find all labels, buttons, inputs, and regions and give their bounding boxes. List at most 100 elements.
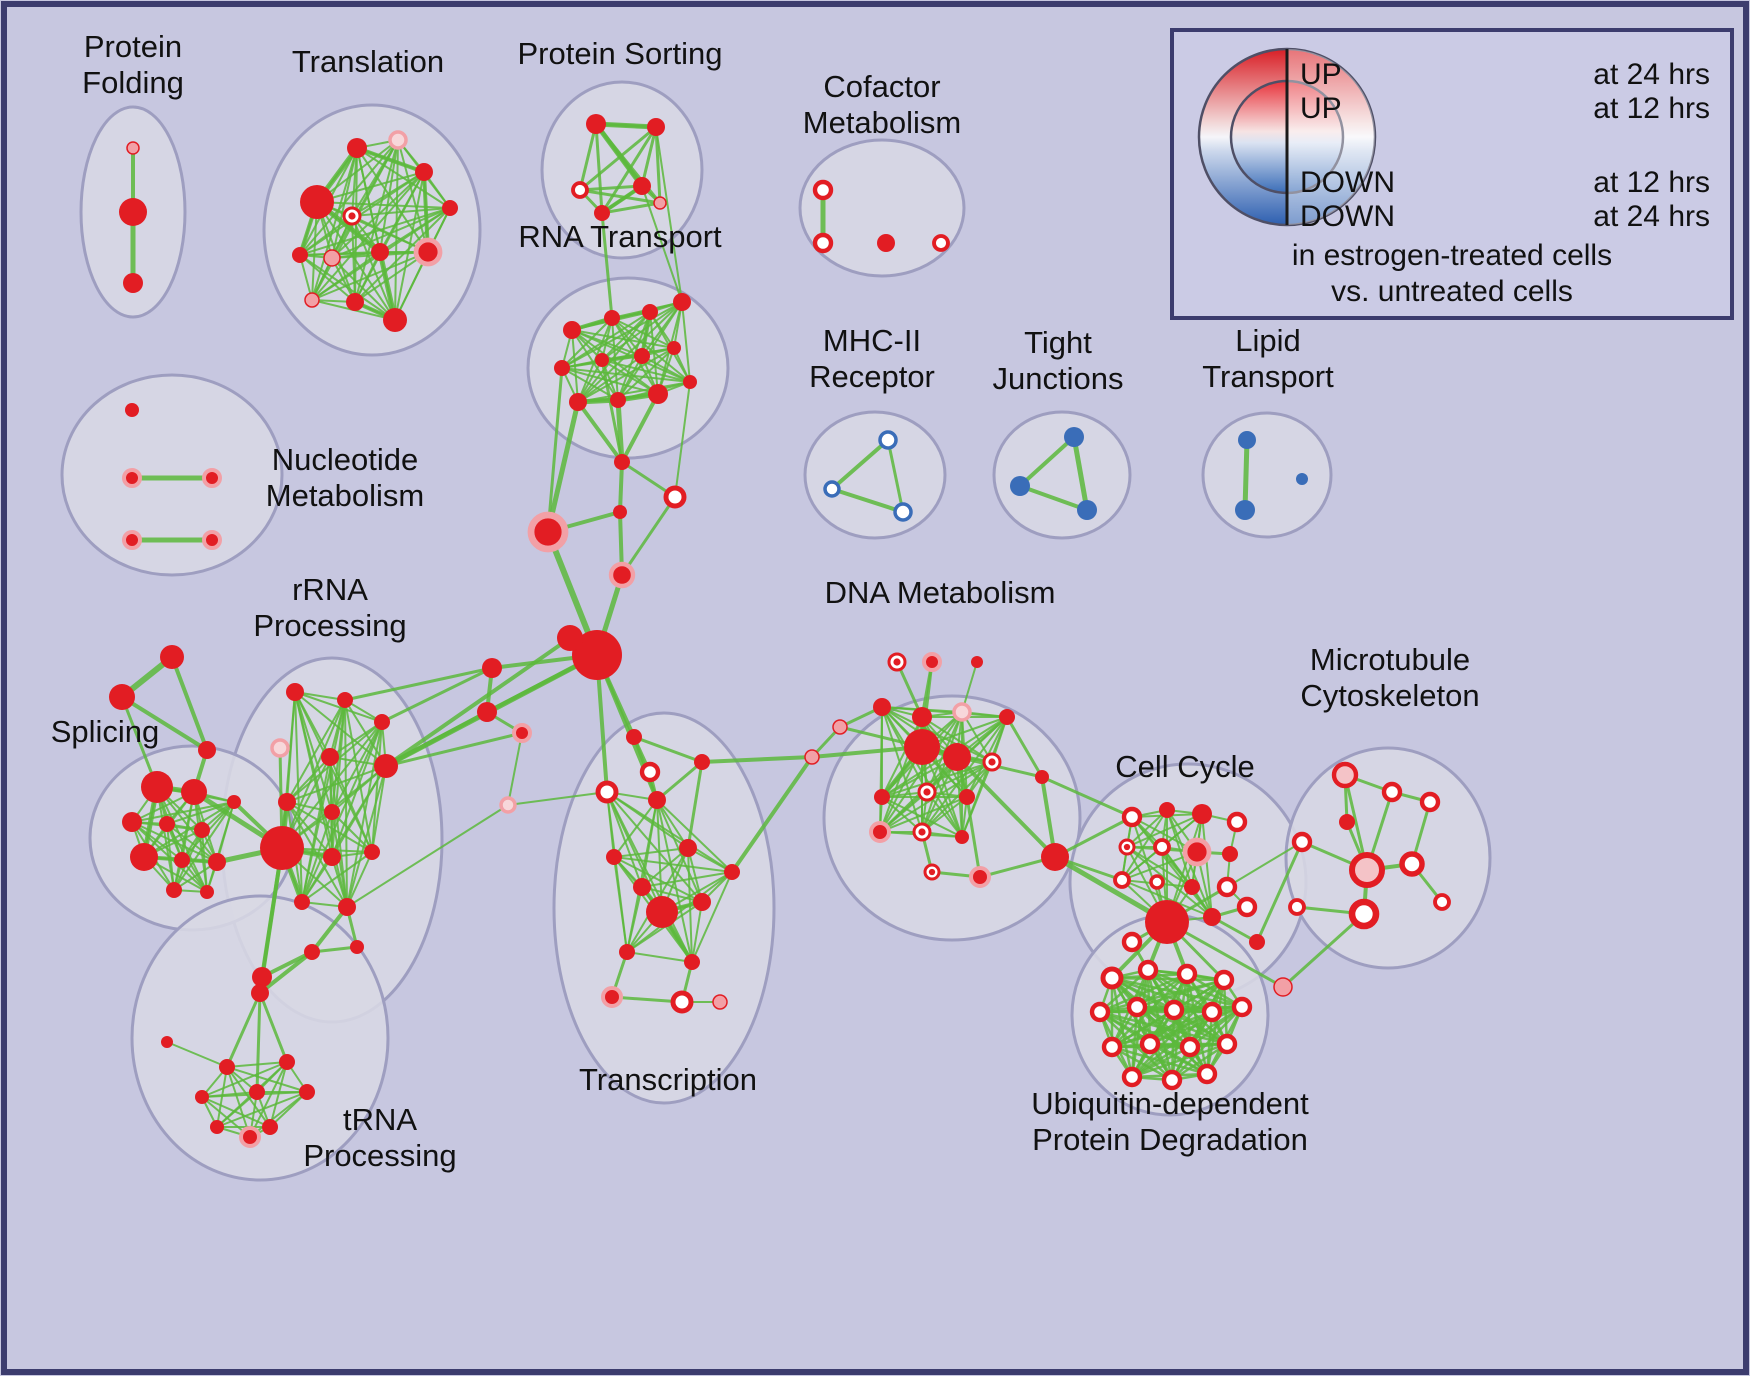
network-node-tr7[interactable] (299, 1084, 315, 1100)
network-node-u9[interactable] (1231, 996, 1253, 1018)
network-node-d14[interactable] (1035, 770, 1049, 784)
network-node-s3[interactable] (122, 812, 142, 832)
network-node-mc7[interactable] (1399, 851, 1425, 877)
network-node-x12[interactable] (712, 994, 728, 1010)
network-node-d17[interactable] (955, 830, 969, 844)
network-node-t3[interactable] (388, 130, 408, 150)
network-node-r15[interactable] (350, 940, 364, 954)
network-node-x11[interactable] (670, 990, 694, 1014)
network-node-cc13[interactable] (1145, 900, 1189, 944)
network-node-d8[interactable] (904, 729, 940, 765)
network-node-mc8[interactable] (1348, 898, 1380, 930)
network-node-cc6[interactable] (1153, 838, 1171, 856)
network-node-rt12[interactable] (683, 375, 697, 389)
network-node-cn9[interactable] (477, 702, 497, 722)
network-node-t1[interactable] (300, 185, 334, 219)
network-node-tr8[interactable] (210, 1120, 224, 1134)
network-node-pk1[interactable] (1273, 977, 1293, 997)
network-node-pf3[interactable] (123, 273, 143, 293)
network-node-mh1[interactable] (878, 430, 898, 450)
network-node-t13[interactable] (292, 247, 308, 263)
network-node-r4[interactable] (270, 738, 290, 758)
network-node-cn10[interactable] (512, 723, 532, 743)
network-node-d3[interactable] (971, 656, 983, 668)
network-node-u7[interactable] (1163, 999, 1185, 1021)
network-node-mc4[interactable] (1339, 814, 1355, 830)
network-node-cm4[interactable] (932, 234, 950, 252)
network-node-u6[interactable] (1126, 996, 1148, 1018)
network-node-ps6[interactable] (653, 196, 667, 210)
network-node-cc11[interactable] (1184, 879, 1200, 895)
network-node-mc5[interactable] (1291, 831, 1313, 853)
network-node-rt10[interactable] (610, 392, 626, 408)
network-node-d5[interactable] (912, 707, 932, 727)
network-node-cn2[interactable] (663, 485, 687, 509)
network-node-cn13[interactable] (639, 761, 661, 783)
network-node-s9[interactable] (208, 853, 226, 871)
network-node-d6[interactable] (952, 702, 972, 722)
network-node-rt2[interactable] (604, 310, 620, 326)
network-node-d13[interactable] (959, 789, 975, 805)
network-node-t4[interactable] (415, 163, 433, 181)
network-node-nm1[interactable] (125, 403, 139, 417)
network-node-u14[interactable] (1121, 1066, 1143, 1088)
network-node-tr2[interactable] (161, 1036, 173, 1048)
network-node-t9[interactable] (413, 237, 443, 267)
network-node-u12[interactable] (1179, 1036, 1201, 1058)
network-node-rt7[interactable] (634, 348, 650, 364)
network-node-mc9[interactable] (1433, 893, 1451, 911)
network-node-cc1[interactable] (1121, 806, 1143, 828)
network-node-cc16[interactable] (1121, 931, 1143, 953)
network-node-cn3[interactable] (613, 505, 627, 519)
network-node-x5[interactable] (633, 878, 651, 896)
network-node-r10[interactable] (323, 848, 341, 866)
network-node-t12[interactable] (383, 308, 407, 332)
network-node-d2[interactable] (922, 652, 942, 672)
network-node-rt6[interactable] (595, 353, 609, 367)
network-node-u8[interactable] (1201, 1001, 1223, 1023)
network-node-r8[interactable] (324, 804, 340, 820)
network-node-tr9[interactable] (262, 1119, 278, 1135)
network-node-rt5[interactable] (554, 360, 570, 376)
network-node-x1[interactable] (595, 780, 619, 804)
network-node-hub2[interactable] (557, 625, 583, 651)
network-node-sp1[interactable] (160, 645, 184, 669)
network-node-cm3[interactable] (877, 234, 895, 252)
network-node-r7[interactable] (278, 793, 296, 811)
network-node-u1[interactable] (1100, 966, 1124, 990)
network-node-t7[interactable] (323, 249, 341, 267)
network-node-x7[interactable] (693, 893, 711, 911)
network-node-cc2[interactable] (1159, 802, 1175, 818)
network-node-nm3[interactable] (202, 468, 222, 488)
network-node-mc6[interactable] (1349, 852, 1385, 888)
network-node-tr3[interactable] (219, 1059, 235, 1075)
network-node-rt1[interactable] (563, 321, 581, 339)
network-node-cc15[interactable] (1236, 896, 1258, 918)
network-node-t5[interactable] (442, 200, 458, 216)
network-node-u15[interactable] (1161, 1069, 1183, 1091)
network-node-d4[interactable] (873, 698, 891, 716)
network-node-tj1[interactable] (1064, 427, 1084, 447)
network-node-cc10[interactable] (1149, 874, 1165, 890)
network-node-d11[interactable] (874, 789, 890, 805)
network-node-mh2[interactable] (823, 480, 841, 498)
network-node-u5[interactable] (1089, 1001, 1111, 1023)
network-node-cm2[interactable] (812, 232, 834, 254)
network-node-u4[interactable] (1213, 969, 1235, 991)
network-node-pf1[interactable] (126, 141, 140, 155)
network-node-lt2[interactable] (1235, 500, 1255, 520)
network-node-ps4[interactable] (633, 177, 651, 195)
network-node-rt11[interactable] (648, 384, 668, 404)
network-node-mc1[interactable] (1331, 761, 1359, 789)
network-node-nm2[interactable] (122, 468, 142, 488)
network-node-rt3[interactable] (642, 304, 658, 320)
network-node-mc3[interactable] (1419, 791, 1441, 813)
network-node-s5[interactable] (194, 822, 210, 838)
network-node-cn4[interactable] (527, 511, 569, 553)
network-node-r13[interactable] (338, 898, 356, 916)
network-node-r3[interactable] (374, 714, 390, 730)
network-node-tr1[interactable] (251, 984, 269, 1002)
network-node-r1[interactable] (286, 683, 304, 701)
network-node-mc10[interactable] (1288, 898, 1306, 916)
network-node-tr10[interactable] (239, 1126, 261, 1148)
